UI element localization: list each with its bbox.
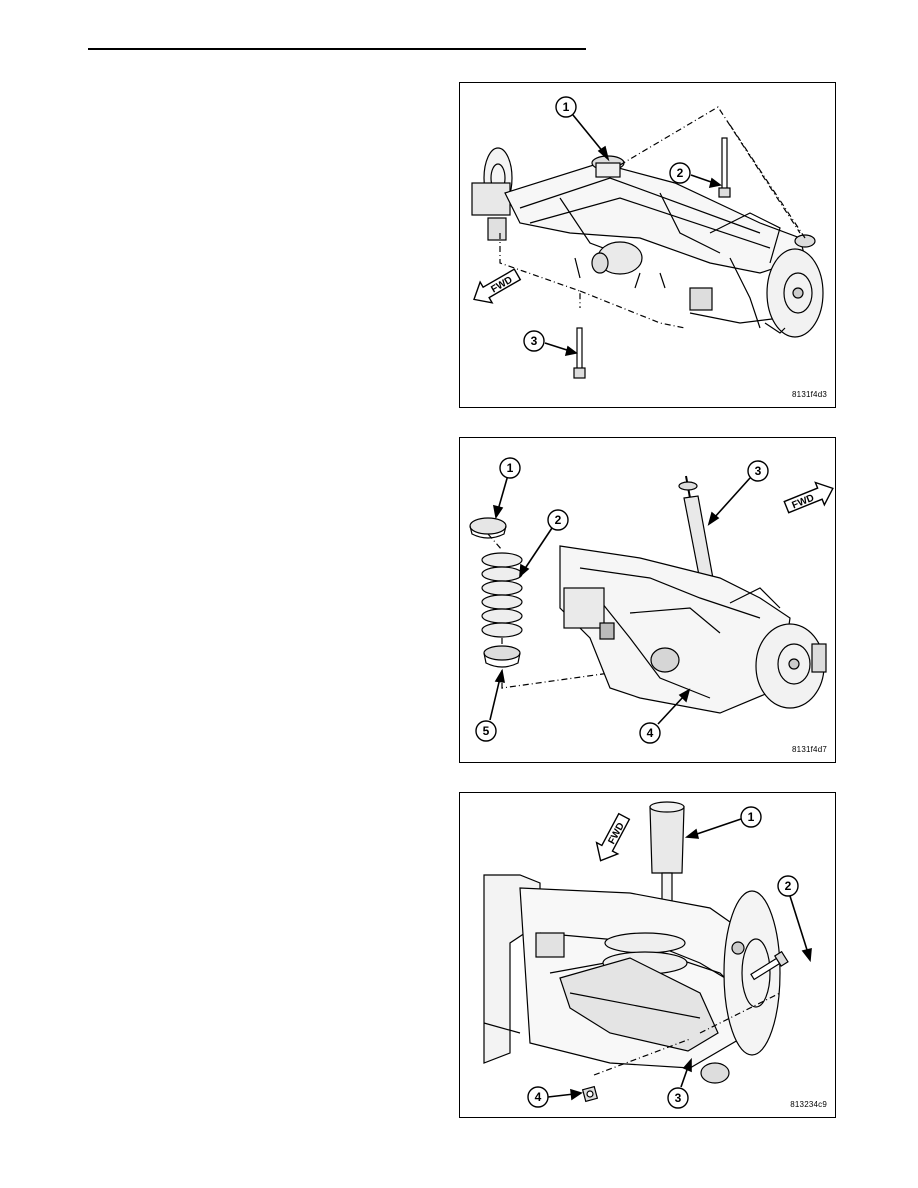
callout-2: 2 [677,166,684,180]
callout-1-circle [499,457,521,479]
callout-5: 5 [483,724,490,738]
callout-5-circle [475,720,497,742]
callout-1: 1 [748,810,755,824]
callout-2: 2 [555,513,562,527]
callout-4-circle [639,722,661,744]
callout-3: 3 [531,334,538,348]
figure-code: 8131f4d7 [792,745,827,754]
header-rule [88,48,586,50]
rear-cradle-illustration: 1 2 3 FWD [471,96,824,379]
callout-2-circle [669,162,691,184]
fwd-label: FWD [791,493,816,512]
fwd-label: FWD [489,275,514,296]
callout-1-circle [555,96,577,118]
figure-code: 813234c9 [790,1100,827,1109]
callout-4: 4 [647,726,654,740]
figure-spring-shock: 1 2 3 4 5 FWD 8131f4d7 [459,437,836,763]
callout-3-circle [747,460,769,482]
spring-shock-illustration: 1 2 3 4 5 FWD [469,457,834,744]
callout-4-circle [527,1086,549,1108]
lower-control-arm-illustration: 1 2 3 4 FWD [483,801,812,1109]
fwd-arrow-icon: FWD [783,481,834,514]
callout-2-circle [547,509,569,531]
fwd-label: FWD [606,821,626,846]
callout-1-circle [740,806,762,828]
callout-3: 3 [755,464,762,478]
fwd-arrow-icon: FWD [595,812,631,862]
fwd-arrow-icon: FWD [473,268,522,304]
figure-code: 8131f4d3 [792,390,827,399]
callout-3-circle [667,1087,689,1109]
figure-rear-cradle: 1 2 3 FWD 8131f4d3 [459,82,836,408]
callout-2: 2 [785,879,792,893]
callout-1: 1 [563,100,570,114]
callout-1: 1 [507,461,514,475]
figure-lower-control-arm: 1 2 3 4 FWD 813234c9 [459,792,836,1118]
callout-3-circle [523,330,545,352]
callout-2-circle [777,875,799,897]
callout-4: 4 [535,1090,542,1104]
callout-3: 3 [675,1091,682,1105]
